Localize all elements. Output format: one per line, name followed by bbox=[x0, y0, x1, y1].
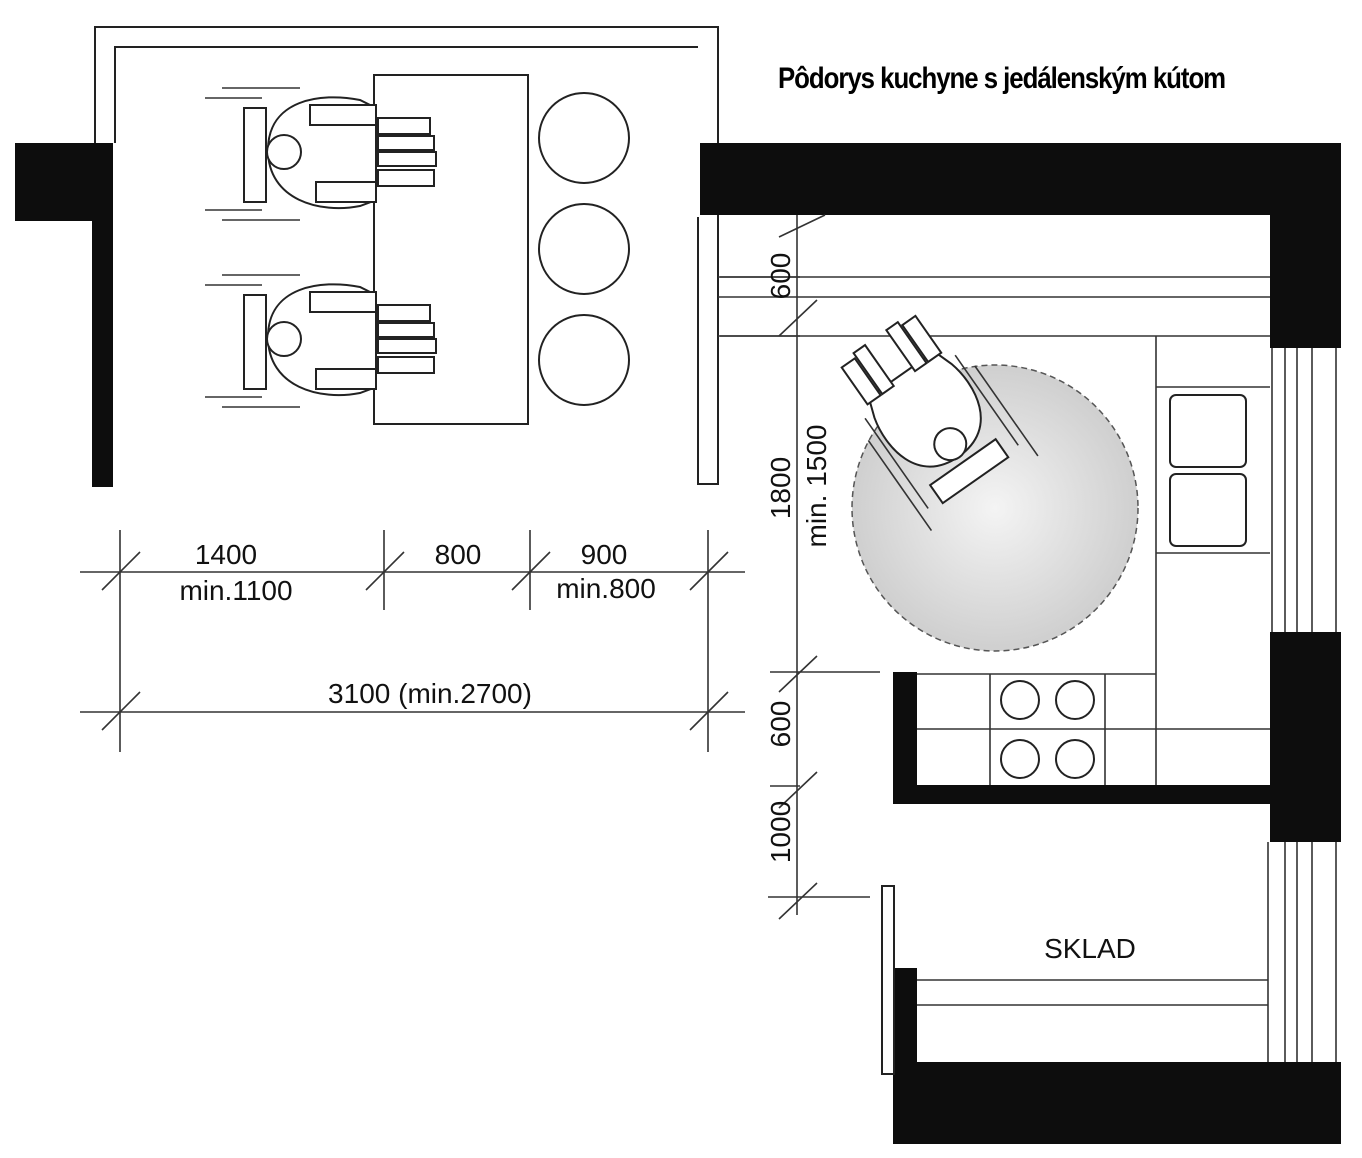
stool-3 bbox=[538, 314, 630, 406]
dim-1400: 1400 bbox=[195, 539, 257, 570]
turning-circle bbox=[840, 314, 1139, 652]
burner-4 bbox=[1055, 739, 1095, 779]
dim-min1100: min.1100 bbox=[179, 575, 292, 606]
storage-label: SKLAD bbox=[1044, 933, 1136, 964]
burner-3 bbox=[1000, 739, 1040, 779]
horizontal-dimensions bbox=[80, 530, 745, 752]
alcove-outline-outer bbox=[94, 26, 719, 485]
sink-bowl-2 bbox=[1169, 473, 1247, 547]
door-leaf bbox=[881, 885, 895, 1075]
dim-900: 900 bbox=[581, 539, 628, 570]
kitchen-walls bbox=[700, 143, 1341, 1144]
wheelchair-user-1 bbox=[205, 87, 437, 221]
vertical-dimensions bbox=[720, 214, 880, 920]
dim-min800: min.800 bbox=[556, 573, 656, 604]
wall-right-upper bbox=[1270, 143, 1341, 348]
burner-1 bbox=[1000, 680, 1040, 720]
wall-bottom bbox=[893, 1062, 1341, 1144]
wall-left-stub bbox=[15, 143, 113, 221]
wheelchair-user-turning bbox=[840, 314, 1039, 531]
wall-right-middle bbox=[1270, 632, 1341, 842]
dim-600-lower: 600 bbox=[765, 701, 796, 748]
dim-600-upper: 600 bbox=[765, 253, 796, 300]
page-title: Pôdorys kuchyne s jedálenským kútom bbox=[778, 62, 1226, 95]
stool-1 bbox=[538, 92, 630, 184]
dim-min1500: min. 1500 bbox=[801, 425, 832, 548]
wall-top bbox=[700, 143, 1341, 215]
dim-3100: 3100 (min.2700) bbox=[328, 678, 532, 709]
kitchen-lines bbox=[718, 276, 1337, 1075]
wall-stove-end bbox=[893, 672, 917, 804]
stool-2 bbox=[538, 203, 630, 295]
dim-1000: 1000 bbox=[765, 801, 796, 863]
burner-2 bbox=[1055, 680, 1095, 720]
alcove-outline-inner bbox=[114, 46, 698, 143]
dining-alcove bbox=[15, 26, 719, 487]
dim-1800: 1800 bbox=[765, 457, 796, 519]
dim-800: 800 bbox=[435, 539, 482, 570]
sink-bowl-1 bbox=[1169, 394, 1247, 468]
wall-left bbox=[92, 221, 113, 487]
wall-stove-bottom bbox=[893, 785, 1273, 804]
wheelchair-user-2 bbox=[205, 274, 437, 408]
